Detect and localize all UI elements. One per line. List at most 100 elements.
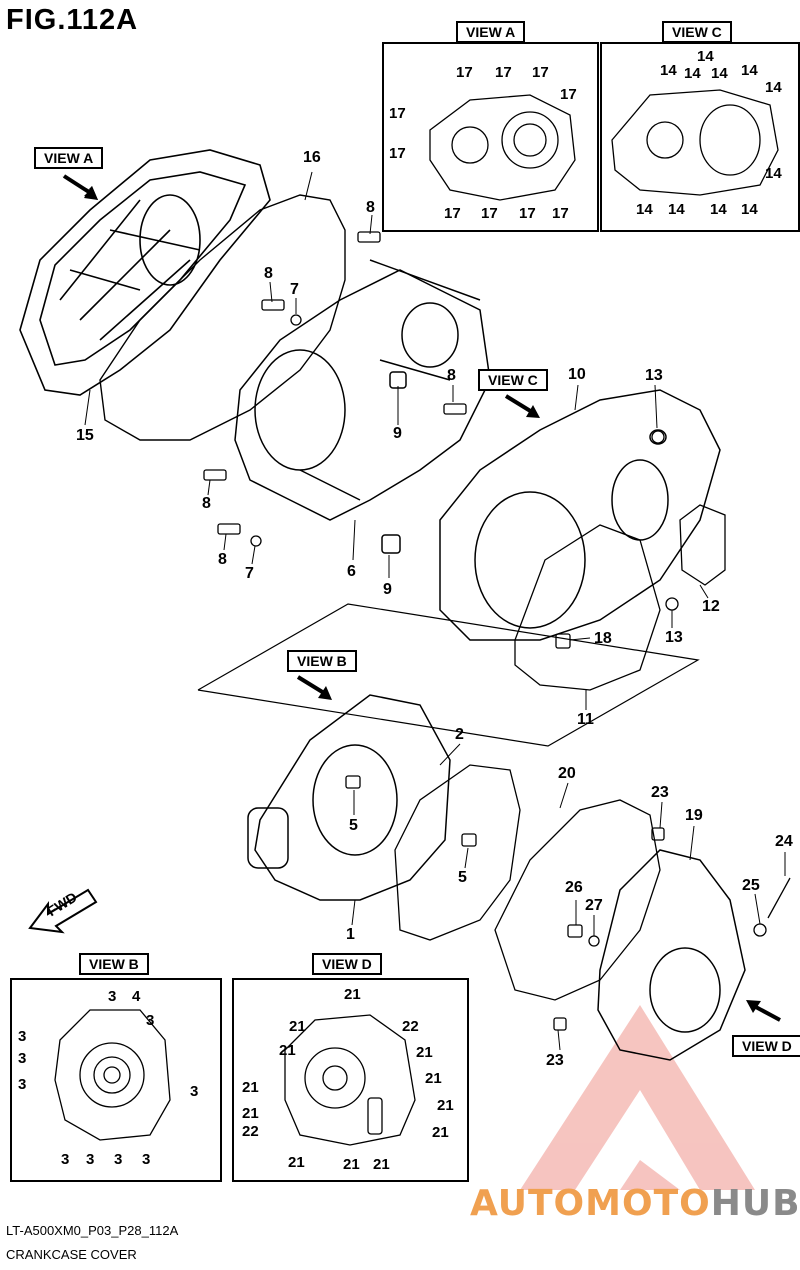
- part-callout: 5: [458, 869, 467, 886]
- view-b-callout: 3: [18, 1028, 27, 1045]
- part-callout: 7: [290, 281, 299, 298]
- part-callout: 27: [585, 897, 603, 914]
- part-callout: 8: [264, 265, 273, 282]
- view-d-callout: 22: [242, 1123, 259, 1140]
- view-c-callout: 14: [765, 79, 782, 96]
- part-callout: 18: [594, 630, 612, 647]
- view-c-callout: 14: [668, 201, 685, 218]
- part-callout: 16: [303, 149, 321, 166]
- part-callout: 13: [645, 367, 663, 384]
- view-a-callout: 17: [444, 205, 461, 222]
- fasteners: [203, 231, 791, 1031]
- watermark-text: AUTOMOTOHUB: [470, 1183, 800, 1224]
- part-callout: 10: [568, 366, 586, 383]
- view-b-callout: 3: [146, 1012, 155, 1029]
- part-callout: 15: [76, 427, 94, 444]
- part-callout: 20: [558, 765, 576, 782]
- view-d-callout: 21: [425, 1070, 442, 1087]
- watermark-logo: [520, 1005, 755, 1190]
- view-c-callout: 14: [711, 65, 728, 82]
- part-callout: 11: [577, 711, 594, 728]
- figure-title: FIG.112A: [6, 4, 139, 36]
- part-callout: 8: [447, 367, 456, 384]
- diagram-caption: CRANKCASE COVER: [6, 1247, 137, 1262]
- part-callout: 26: [565, 879, 583, 896]
- view-b-callout: 3: [86, 1151, 95, 1168]
- view-c-callout: 14: [710, 201, 727, 218]
- part-callout: 7: [245, 565, 254, 582]
- view-d-callout: 22: [402, 1018, 419, 1035]
- cover-15: [19, 149, 271, 396]
- view-d-callout: 21: [373, 1156, 390, 1173]
- part-callout: 1: [346, 926, 355, 943]
- gasket-16: [99, 194, 346, 441]
- part-callout: 25: [742, 877, 760, 894]
- view-d-callout: 21: [432, 1124, 449, 1141]
- fwd-arrow-icon: [28, 888, 98, 934]
- gasket-20: [494, 799, 661, 1001]
- watermark-part2: HUB: [710, 1183, 800, 1224]
- cover-1: [247, 694, 451, 901]
- view-d-callout: 21: [289, 1018, 306, 1035]
- gasket-2: [394, 764, 521, 941]
- view-b-callout: 3: [190, 1083, 199, 1100]
- view-b-callout: 3: [18, 1050, 27, 1067]
- gasket-12: [679, 504, 726, 586]
- view-a-marker: VIEW A: [34, 147, 104, 169]
- part-callout: 2: [455, 726, 464, 743]
- section-frames: [197, 603, 700, 747]
- diagram-code: LT-A500XM0_P03_P28_112A: [6, 1223, 179, 1238]
- part-callout: 24: [775, 833, 793, 850]
- gasket-11: [514, 524, 661, 691]
- part-callout: 8: [202, 495, 211, 512]
- view-a-callout: 17: [495, 64, 512, 81]
- view-d-callout: 21: [288, 1154, 305, 1171]
- view-a-header: VIEW A: [456, 21, 526, 43]
- view-c-header: VIEW C: [662, 21, 732, 43]
- view-b-callout: 3: [108, 988, 117, 1005]
- view-b-callout: 3: [61, 1151, 70, 1168]
- view-a-callout: 17: [552, 205, 569, 222]
- view-a-callout: 17: [519, 205, 536, 222]
- housing-6: [234, 259, 491, 554]
- view-a-callout: 17: [389, 145, 406, 162]
- view-c-callout: 14: [765, 165, 782, 182]
- view-b-callout: 3: [142, 1151, 151, 1168]
- part-callout: 6: [347, 563, 356, 580]
- part-callout: 12: [702, 598, 720, 615]
- view-c-callout: 14: [741, 62, 758, 79]
- part-callout: 19: [685, 807, 703, 824]
- view-d-callout: 21: [242, 1079, 259, 1096]
- leader-lines: [84, 171, 786, 1051]
- part-callout: 23: [546, 1052, 564, 1069]
- view-a-callout: 17: [481, 205, 498, 222]
- view-b-callout: 4: [132, 988, 141, 1005]
- part-callout: 9: [393, 425, 402, 442]
- part-callout: 5: [349, 817, 358, 834]
- part-callout: 9: [383, 581, 392, 598]
- view-d-callout: 21: [343, 1156, 360, 1173]
- view-arrows: [62, 174, 781, 1022]
- part-callout: 23: [651, 784, 669, 801]
- view-c-callout: 14: [741, 201, 758, 218]
- view-d-callout: 21: [279, 1042, 296, 1059]
- view-d-callout: 21: [344, 986, 361, 1003]
- watermark-part1: AUTOMOTO: [470, 1183, 711, 1224]
- view-d-callout: 21: [416, 1044, 433, 1061]
- view-a-box: [382, 42, 599, 232]
- view-c-callout: 14: [684, 65, 701, 82]
- view-b-marker: VIEW B: [287, 650, 357, 672]
- view-b-header: VIEW B: [79, 953, 149, 975]
- part-callout: 8: [218, 551, 227, 568]
- view-d-header: VIEW D: [312, 953, 382, 975]
- view-a-callout: 17: [560, 86, 577, 103]
- view-c-marker: VIEW C: [478, 369, 548, 391]
- view-b-callout: 3: [114, 1151, 123, 1168]
- view-c-callout: 14: [660, 62, 677, 79]
- part-callout: 13: [665, 629, 683, 646]
- view-c-callout: 14: [636, 201, 653, 218]
- view-d-callout: 21: [437, 1097, 454, 1114]
- view-d-marker: VIEW D: [732, 1035, 800, 1057]
- view-c-callout: 14: [697, 48, 714, 65]
- view-a-callout: 17: [532, 64, 549, 81]
